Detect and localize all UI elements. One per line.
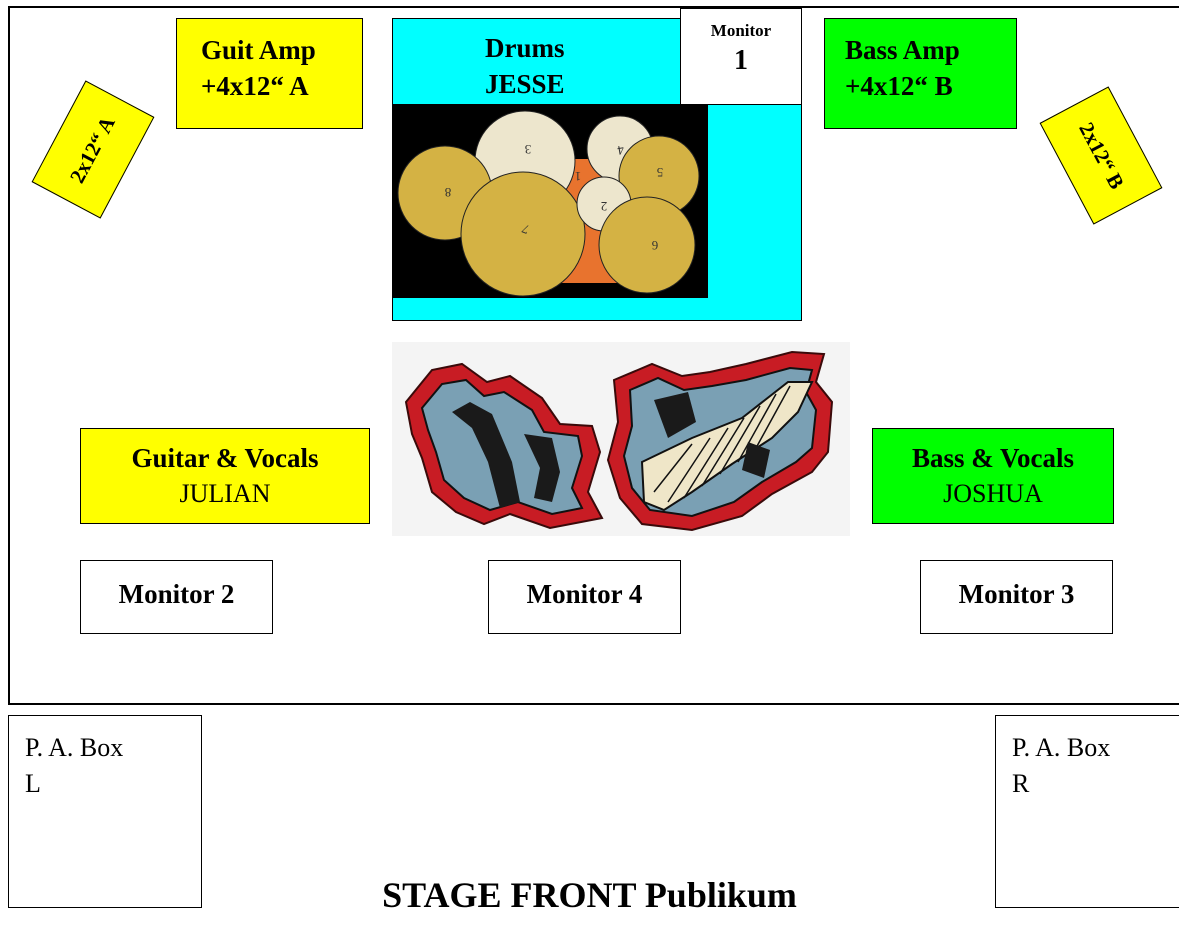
drum-label-8: 8 bbox=[445, 185, 452, 200]
bass-vocals-position: Bass & Vocals JOSHUA bbox=[872, 428, 1114, 524]
drum-label-3: 3 bbox=[525, 142, 532, 157]
bass-amp-label: Bass Amp bbox=[845, 35, 960, 65]
monitor-2: Monitor 2 bbox=[80, 560, 273, 634]
bass-amp-cab-label: +4x12“ B bbox=[845, 71, 953, 101]
monitor-3: Monitor 3 bbox=[920, 560, 1113, 634]
guitarist-name: JULIAN bbox=[179, 479, 271, 508]
drum-label-1: 1 bbox=[575, 169, 582, 184]
monitor-4: Monitor 4 bbox=[488, 560, 681, 634]
pa-right-line1: P. A. Box bbox=[1012, 733, 1111, 762]
monitor-2-label: Monitor 2 bbox=[118, 579, 235, 609]
monitor-1-label: Monitor bbox=[710, 21, 772, 40]
drum-label-6: 6 bbox=[651, 238, 658, 253]
drummer-name: JESSE bbox=[485, 69, 565, 99]
drum-label-4: 4 bbox=[616, 142, 625, 158]
pa-left-line1: P. A. Box bbox=[25, 733, 124, 762]
guitar-vocals-role: Guitar & Vocals bbox=[131, 443, 319, 473]
pa-right-line2: R bbox=[1012, 769, 1030, 798]
stage-area bbox=[8, 6, 1179, 705]
drum-6 bbox=[598, 196, 696, 294]
guitar-amp: Guit Amp +4x12“ A bbox=[176, 18, 363, 129]
monitor-1-number: 1 bbox=[734, 45, 748, 76]
guitar-amp-cab-label: +4x12“ A bbox=[201, 71, 309, 101]
drum-label-5: 5 bbox=[657, 165, 664, 180]
band-logo bbox=[392, 342, 850, 536]
bass-amp: Bass Amp +4x12“ B bbox=[824, 18, 1017, 129]
cabinet-a-label: 2x12“ A bbox=[65, 111, 120, 187]
pa-box-right: P. A. Box R bbox=[995, 715, 1179, 908]
guitar-amp-label: Guit Amp bbox=[201, 35, 316, 65]
drum-7 bbox=[460, 171, 586, 297]
bassist-name: JOSHUA bbox=[943, 479, 1043, 508]
guitar-vocals-position: Guitar & Vocals JULIAN bbox=[80, 428, 370, 524]
pa-left-line2: L bbox=[25, 769, 41, 798]
monitor-4-label: Monitor 4 bbox=[526, 579, 643, 609]
drum-kit: 1 2 3 4 5 6 7 8 bbox=[392, 104, 708, 298]
pa-box-left: P. A. Box L bbox=[8, 715, 202, 908]
monitor-1: Monitor 1 bbox=[680, 8, 802, 105]
drum-label-7: 7 bbox=[519, 221, 531, 237]
stage-front-title: STAGE FRONT Publikum bbox=[382, 875, 797, 915]
bass-vocals-role: Bass & Vocals bbox=[911, 443, 1075, 473]
drum-label-2: 2 bbox=[601, 199, 608, 214]
cabinet-b-label: 2x12“ B bbox=[1074, 117, 1129, 193]
monitor-3-label: Monitor 3 bbox=[958, 579, 1075, 609]
drums-label: Drums bbox=[485, 33, 565, 63]
